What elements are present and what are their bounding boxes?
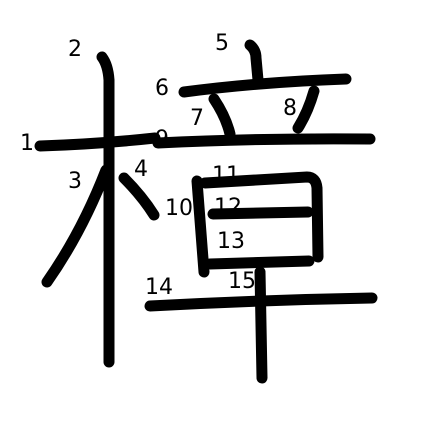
stroke-3 xyxy=(41,164,112,288)
stroke-number-10: 10 xyxy=(165,196,193,221)
stroke-number-7: 7 xyxy=(190,106,204,131)
stroke-number-13: 13 xyxy=(217,229,245,254)
stroke-number-12: 12 xyxy=(214,195,242,220)
stroke-number-11: 11 xyxy=(212,163,240,188)
stroke-number-15: 15 xyxy=(228,269,256,294)
character-strokes xyxy=(34,39,378,384)
stroke-number-9: 9 xyxy=(155,127,169,152)
stroke-number-3: 3 xyxy=(68,169,82,194)
stroke-1 xyxy=(34,132,161,152)
stroke-11 xyxy=(199,171,324,263)
stroke-number-5: 5 xyxy=(215,31,229,56)
stroke-2 xyxy=(96,51,115,368)
stroke-15 xyxy=(254,266,268,384)
stroke-number-4: 4 xyxy=(134,157,148,182)
stroke-number-14: 14 xyxy=(145,275,173,300)
stroke-number-6: 6 xyxy=(155,76,169,101)
stroke-8 xyxy=(292,85,320,134)
stroke-number-1: 1 xyxy=(20,131,34,156)
stroke-6 xyxy=(178,73,352,98)
stroke-10 xyxy=(191,175,210,278)
stroke-9 xyxy=(152,133,376,149)
stroke-12 xyxy=(207,206,314,220)
stroke-4 xyxy=(118,172,160,221)
stroke-number-2: 2 xyxy=(68,37,82,62)
stroke-number-8: 8 xyxy=(283,96,297,121)
stroke-7 xyxy=(208,93,236,140)
stroke-5 xyxy=(244,39,264,86)
stroke-13 xyxy=(204,255,315,270)
